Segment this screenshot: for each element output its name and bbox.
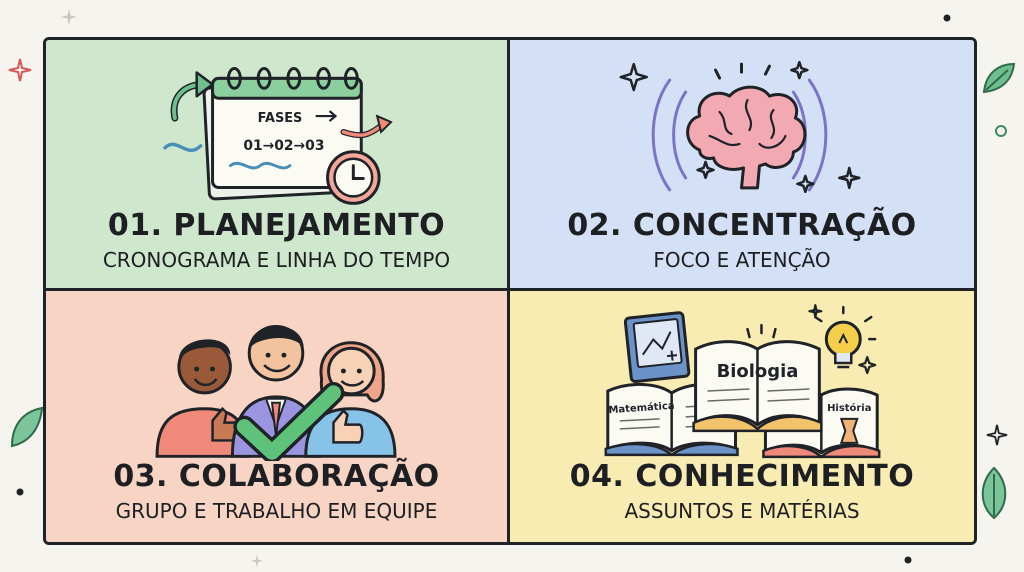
card-planejamento: FASES 01→02→03 01. PLANEJAMENTO CRONOGRA… [46,40,510,291]
calendar-sequence: 01→02→03 [243,138,324,154]
book-label-matematica: Matemática [608,400,675,417]
card-concentracao: 02. CONCENTRAÇÃO FOCO E ATENÇÃO [510,40,974,291]
brain-icon [619,60,861,194]
calendar-heading: FASES [258,111,303,126]
card-subtitle: ASSUNTOS E MATÉRIAS [624,499,860,523]
sparkle-icon [250,554,264,568]
card-title: 04. CONHECIMENTO [569,459,915,494]
book-label-biologia: Biologia [717,361,799,382]
sparkle-icon [60,8,78,26]
circle-icon [995,125,1007,137]
dot-icon [16,488,24,496]
card-title: 02. CONCENTRAÇÃO [567,208,917,243]
dot-icon [904,556,912,564]
sparkle-icon [986,424,1008,446]
leaf-icon [982,62,1016,94]
sparkle-icon [8,58,32,82]
topics-grid: FASES 01→02→03 01. PLANEJAMENTO CRONOGRA… [43,37,977,545]
leaf-icon [10,406,44,448]
calendar-clock-icon: FASES 01→02→03 [163,67,393,205]
card-subtitle: CRONOGRAMA E LINHA DO TEMPO [102,248,451,272]
card-conhecimento: Matemática História Biologia [510,291,974,542]
card-colaboracao: 03. COLABORAÇÃO GRUPO E TRABALHO EM EQUI… [46,291,510,542]
team-checkmark-icon [155,324,397,461]
card-subtitle: FOCO E ATENÇÃO [653,248,831,272]
card-subtitle: GRUPO E TRABALHO EM EQUIPE [115,499,438,523]
dot-icon [943,14,951,22]
leaf-icon [981,466,1007,520]
books-lightbulb-icon: Matemática História Biologia [604,304,881,459]
card-title: 01. PLANEJAMENTO [107,208,446,243]
card-title: 03. COLABORAÇÃO [113,459,440,494]
book-label-historia: História [827,402,871,414]
